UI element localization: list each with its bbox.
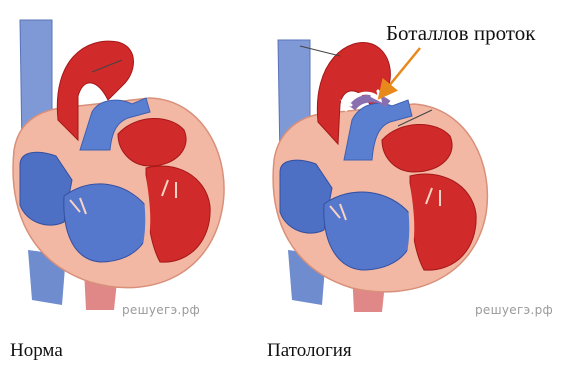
pathology-heart: [273, 40, 487, 312]
ductus-callout-label: Боталлов проток: [386, 21, 535, 46]
watermark-left: решуегэ.рф: [122, 303, 200, 317]
caption-normal: Норма: [10, 340, 63, 362]
caption-pathology: Патология: [267, 340, 352, 362]
watermark-right: решуегэ.рф: [475, 303, 553, 317]
normal-heart: [13, 20, 224, 310]
